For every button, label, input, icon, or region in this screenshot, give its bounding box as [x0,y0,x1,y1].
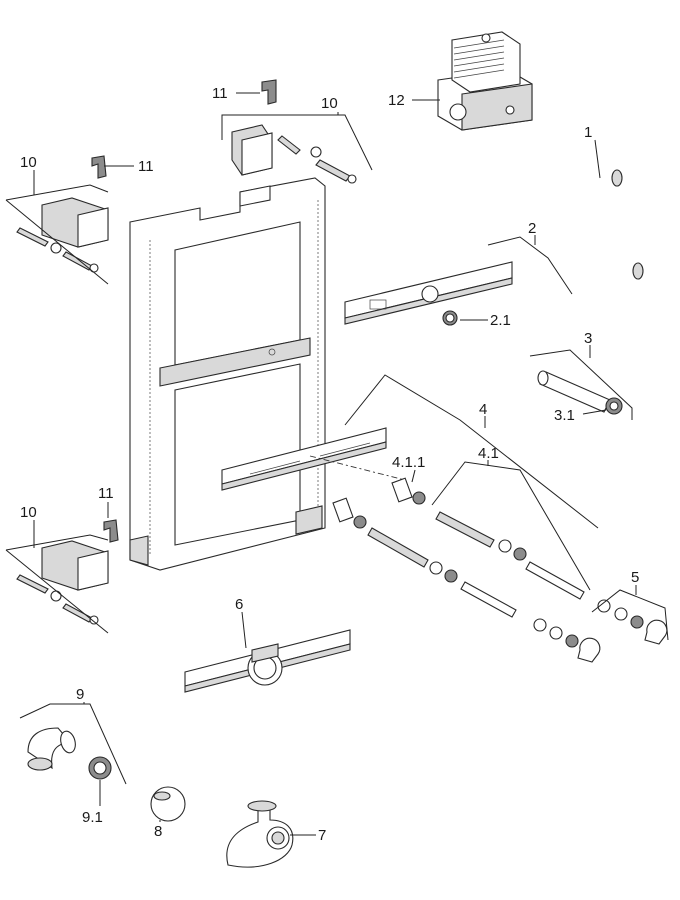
connection-pipe [537,370,623,415]
callout-3: 3 [584,330,592,347]
wall-bracket-bottom [16,540,109,625]
callout-4: 4 [479,401,487,418]
callout-9: 9 [76,686,84,703]
callout-6: 6 [235,596,243,613]
leader-lines [33,92,637,836]
nut-set-5 [597,599,668,645]
mounting-rail-4 [221,427,406,491]
callout-11-bottom: 11 [98,485,114,502]
callout-9-1: 9.1 [82,809,103,826]
wall-bracket-left [16,197,109,273]
elbow-9 [27,727,112,780]
callout-10-top: 10 [321,95,338,112]
wall-bracket-top [231,124,357,184]
callout-7: 7 [318,827,326,844]
callout-2-1: 2.1 [490,312,511,329]
callout-4-1-1: 4.1.1 [392,454,425,471]
mounting-rail-2 [344,261,513,326]
callout-1: 1 [584,124,592,141]
callout-11-top: 11 [212,85,228,102]
mounting-rail-6 [184,629,351,693]
callout-2: 2 [528,220,536,237]
actuator-box-12 [437,31,533,131]
callout-labels: 1 2 2.1 3 3.1 4 4.1 4.1.1 5 6 7 8 9 9.1 … [20,85,639,844]
callout-8: 8 [154,823,162,840]
clip-11-left [91,155,107,179]
clip-11-top [261,79,277,105]
callout-5: 5 [631,569,639,586]
threaded-rods-and-nuts [332,477,601,663]
callout-12: 12 [388,92,405,109]
callout-10-bottom: 10 [20,504,37,521]
callout-4-1: 4.1 [478,445,499,462]
installation-frame [129,177,326,571]
callout-3-1: 3.1 [554,407,575,424]
bent-flush-pipe [564,169,645,280]
siphon-7 [226,800,294,868]
callout-11-left: 11 [138,158,154,175]
clip-11-bottom [103,519,119,543]
cap-8 [150,786,186,822]
callout-10-left: 10 [20,154,37,171]
